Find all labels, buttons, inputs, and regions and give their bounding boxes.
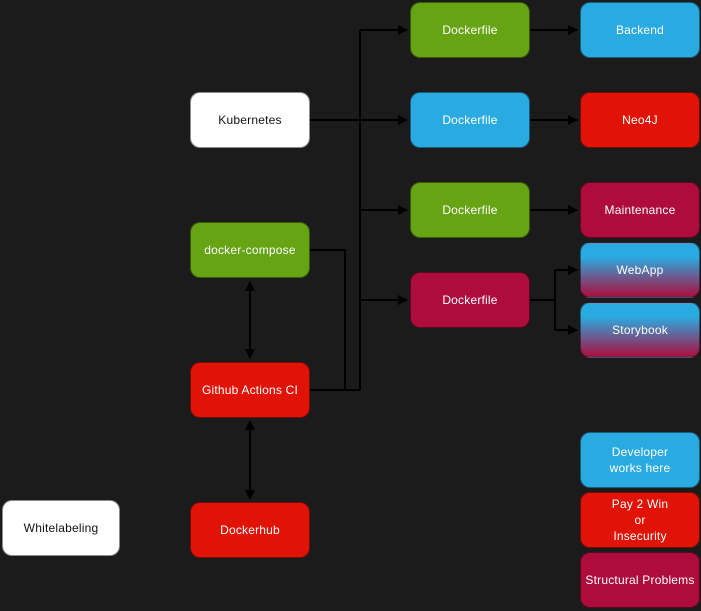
node-dockerfile-backend-label: Dockerfile [442, 22, 498, 37]
node-whitelabeling-label: Whitelabeling [23, 520, 99, 535]
node-kubernetes-label: Kubernetes [218, 112, 282, 127]
node-storybook: Storybook [580, 302, 700, 358]
node-dockerfile-neo4j-label: Dockerfile [442, 112, 498, 127]
node-dockerhub-label: Dockerhub [220, 522, 280, 537]
node-dockerfile-maintenance: Dockerfile [410, 182, 530, 238]
connector-dockerfile-split [530, 270, 556, 330]
node-github-actions-ci: Github Actions CI [190, 362, 310, 418]
node-webapp: WebApp [580, 242, 700, 298]
node-dockerfile-neo4j: Dockerfile [410, 92, 530, 148]
legend-pay2win-insecurity: Pay 2 Win or Insecurity [580, 492, 700, 548]
node-maintenance-label: Maintenance [604, 202, 676, 217]
node-maintenance: Maintenance [580, 182, 700, 238]
node-dockerfile-webapp: Dockerfile [410, 272, 530, 328]
node-backend-label: Backend [615, 22, 665, 37]
node-dockerfile-backend: Dockerfile [410, 2, 530, 58]
node-dockerhub: Dockerhub [190, 502, 310, 558]
legend-pay2win-insecurity-label: Pay 2 Win or Insecurity [611, 496, 669, 544]
legend-developer-works-here: Developer works here [580, 432, 700, 488]
legend-structural-problems: Structural Problems [580, 552, 700, 608]
legend-developer-works-here-label: Developer works here [609, 444, 671, 475]
node-docker-compose: docker-compose [190, 222, 310, 278]
node-neo4j-label: Neo4J [622, 112, 658, 127]
legend-structural-problems-label: Structural Problems [585, 572, 695, 587]
node-neo4j: Neo4J [580, 92, 700, 148]
node-backend: Backend [580, 2, 700, 58]
node-dockerfile-maintenance-label: Dockerfile [442, 202, 498, 217]
node-kubernetes: Kubernetes [190, 92, 310, 148]
connector-dockercompose-trunk [310, 249, 346, 390]
node-github-actions-ci-label: Github Actions CI [201, 382, 299, 397]
node-dockerfile-webapp-label: Dockerfile [442, 292, 498, 307]
node-storybook-label: Storybook [612, 322, 668, 337]
node-docker-compose-label: docker-compose [204, 242, 296, 257]
node-webapp-label: WebApp [616, 262, 664, 277]
node-whitelabeling: Whitelabeling [2, 500, 120, 556]
